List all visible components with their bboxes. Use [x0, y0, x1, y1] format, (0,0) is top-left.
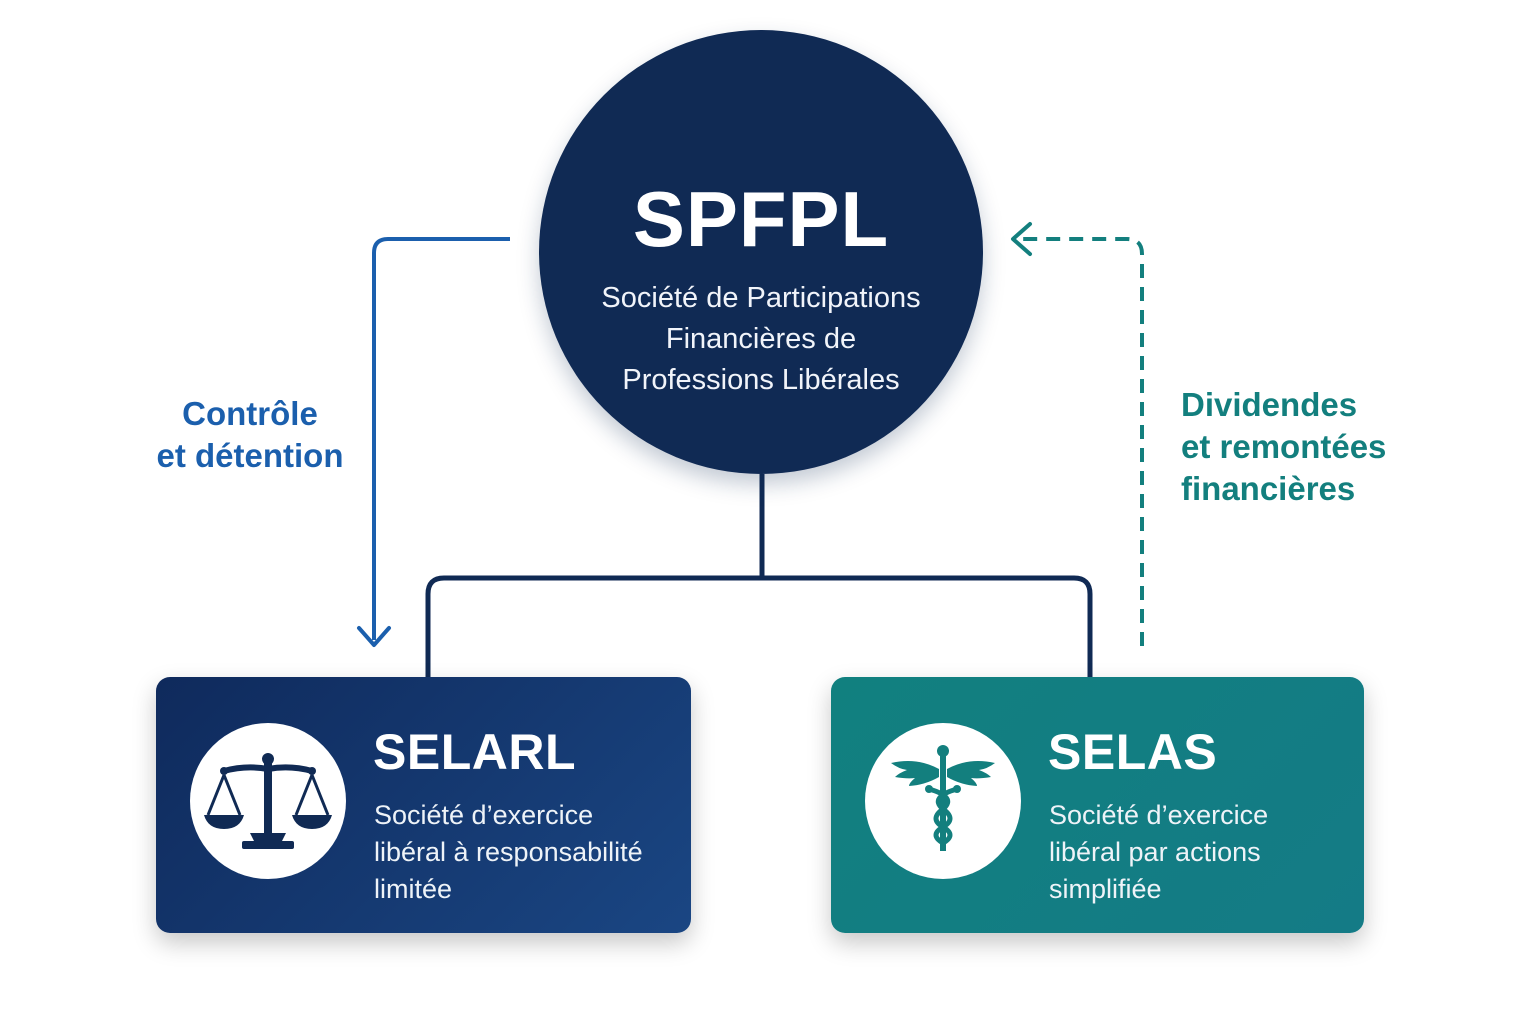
scales-of-justice-icon [190, 723, 346, 879]
dividends-label: Dividendes et remontées financières [1181, 386, 1387, 507]
spfpl-node: SPFPL Société de Participations Financiè… [539, 30, 983, 474]
control-arrow [372, 237, 510, 640]
selas-card: SELAS Société d’exercice libéral par act… [831, 677, 1364, 933]
selarl-description: Société d’exercice libéral à responsabil… [374, 800, 643, 904]
tree-connector [425, 474, 1093, 677]
selarl-title: SELARL [373, 724, 576, 780]
spfpl-title: SPFPL [632, 175, 890, 263]
control-label: Contrôle et détention [156, 395, 344, 474]
selas-description: Société d’exercice libéral par actions s… [1049, 800, 1269, 904]
dividends-arrow [1020, 237, 1144, 646]
control-arrowhead [357, 626, 391, 647]
selarl-card: SELARL Société d’exercice libéral à resp… [156, 677, 691, 933]
selas-title: SELAS [1048, 724, 1218, 780]
spfpl-full-name: Société de Participations Financières de… [601, 282, 921, 396]
dividends-arrowhead [1011, 222, 1032, 256]
caduceus-icon [865, 723, 1021, 879]
